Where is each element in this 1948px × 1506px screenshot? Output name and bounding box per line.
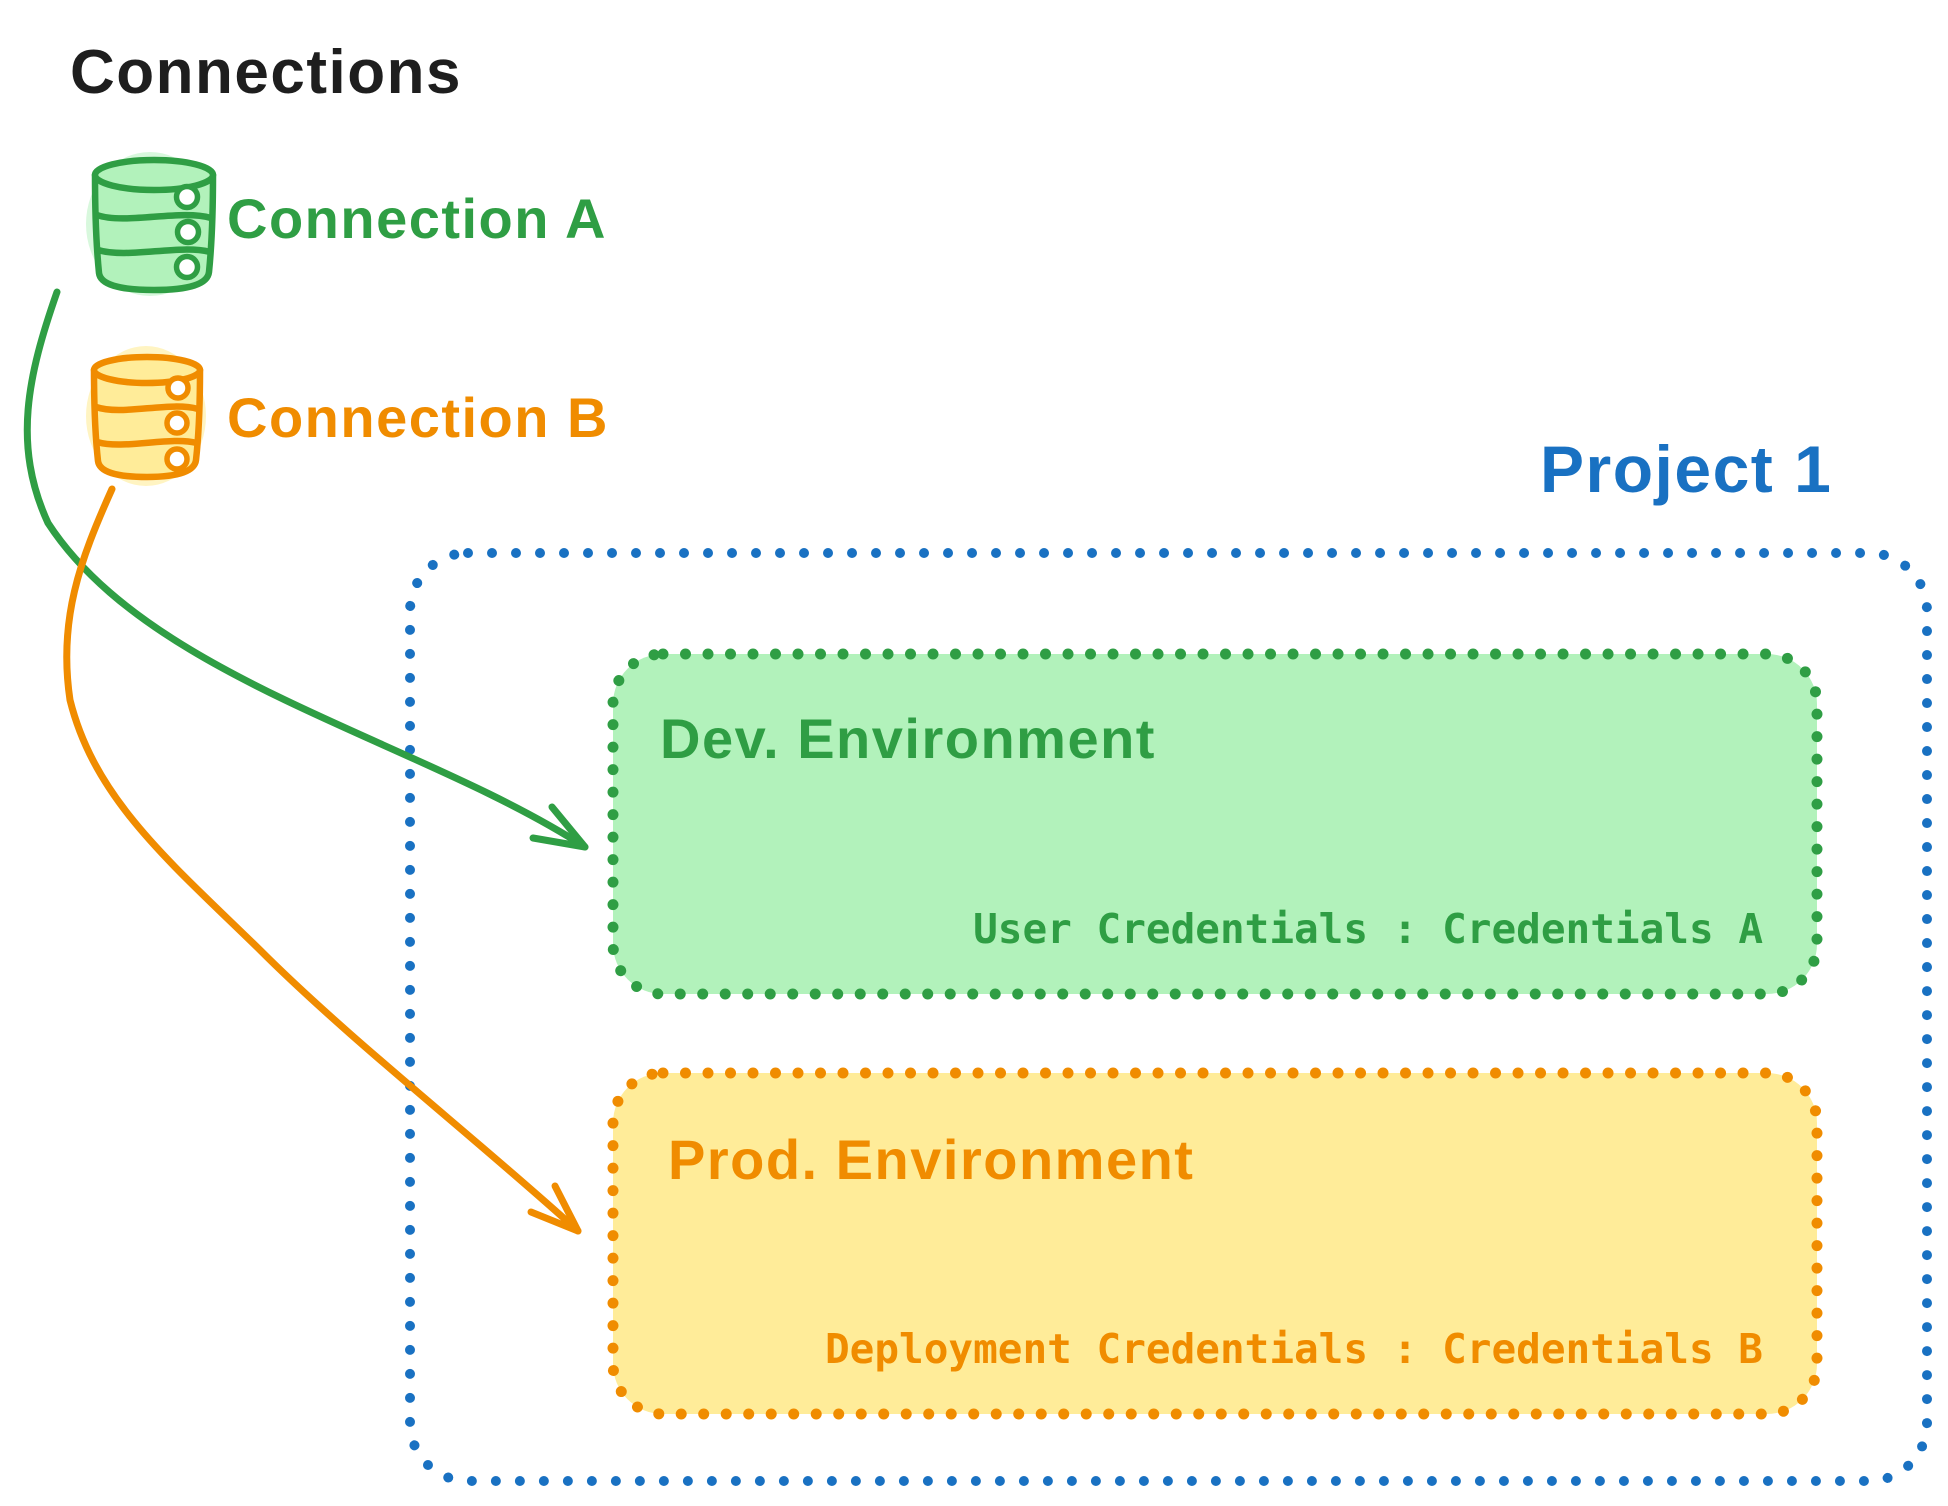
database-top bbox=[91, 156, 217, 194]
connection-b-arrow-shaft bbox=[63, 485, 582, 1235]
database-dot bbox=[173, 183, 201, 211]
database-dot bbox=[174, 218, 202, 246]
database-dot bbox=[165, 375, 191, 401]
database-dot bbox=[164, 446, 190, 472]
dev-environment-credentials: User Credentials : Credentials A bbox=[973, 905, 1763, 953]
connection-b-label: Connection B bbox=[227, 386, 609, 449]
connection-a-arrow bbox=[23, 288, 589, 851]
prod-environment-credentials: Deployment Credentials : Credentials B bbox=[825, 1325, 1763, 1373]
database-dot bbox=[164, 410, 190, 436]
connection-b-database-icon bbox=[86, 346, 206, 486]
project-container-box bbox=[405, 548, 1932, 1486]
database-band-line bbox=[92, 403, 202, 414]
project-title: Project 1 bbox=[1540, 432, 1833, 506]
database-band-line bbox=[94, 246, 214, 257]
database-band-line bbox=[93, 211, 215, 222]
connection-b-arrowhead-icon bbox=[527, 1182, 582, 1235]
database-dot bbox=[173, 253, 201, 281]
prod-environment-title: Prod. Environment bbox=[668, 1128, 1195, 1191]
connection-b-arrow bbox=[63, 485, 582, 1235]
connection-a-arrow-shaft bbox=[23, 288, 589, 851]
dev-environment-title: Dev. Environment bbox=[660, 707, 1156, 770]
database-band-line bbox=[93, 437, 201, 448]
connection-a-database-icon bbox=[86, 152, 217, 296]
connection-a-arrowhead-icon bbox=[529, 803, 589, 851]
connection-a-label: Connection A bbox=[227, 187, 607, 250]
connections-title: Connections bbox=[70, 38, 462, 107]
prod-environment-box bbox=[607, 1067, 1823, 1420]
dev-environment-box bbox=[607, 648, 1823, 1000]
